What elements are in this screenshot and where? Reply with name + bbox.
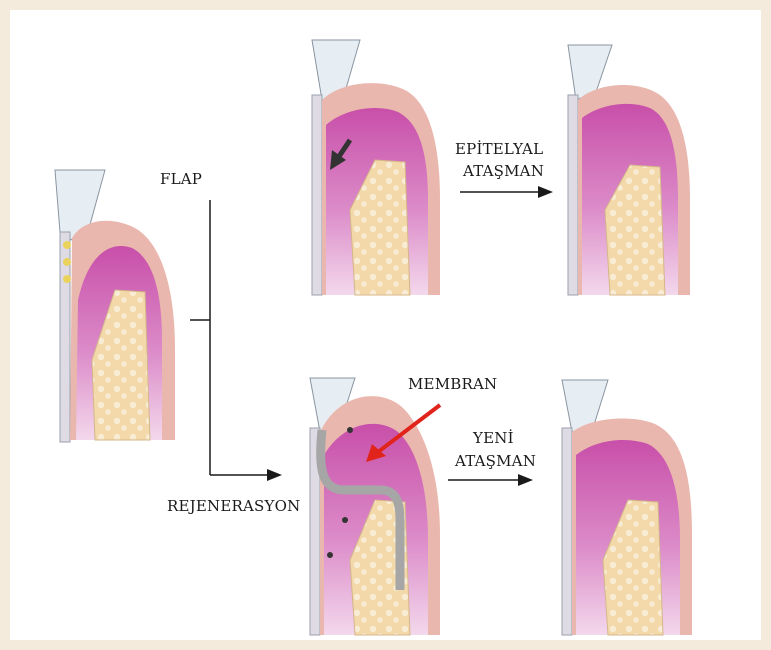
calculus-deposit xyxy=(63,241,71,249)
tooth-root xyxy=(312,95,322,295)
flap-label: FLAP xyxy=(160,168,202,190)
new-attachment-label-line1: YENİ xyxy=(473,427,514,449)
tooth-illustration-epithelial xyxy=(568,45,690,295)
epithelial-attachment-label-line2: ATAŞMAN xyxy=(463,160,544,182)
tooth-root xyxy=(562,428,572,635)
regeneration-arrowhead-icon xyxy=(267,469,282,481)
tooth-root xyxy=(568,95,578,295)
epithelial-arrowhead-icon xyxy=(538,186,553,198)
cell-dot-icon xyxy=(347,427,353,433)
new-attachment-arrowhead-icon xyxy=(518,474,533,486)
tooth-illustration-membrane xyxy=(310,378,440,635)
cell-dot-icon xyxy=(342,517,348,523)
new-attachment-label-line2: ATAŞMAN xyxy=(455,450,536,472)
tooth-illustration-new-attachment xyxy=(562,380,692,635)
cell-dot-icon xyxy=(327,552,333,558)
tooth-illustration-initial xyxy=(55,170,175,442)
epithelial-attachment-label-line1: EPİTELYAL xyxy=(455,138,543,160)
membrane-label: MEMBRAN xyxy=(408,373,497,395)
regeneration-label: REJENERASYON xyxy=(167,495,300,517)
calculus-deposit xyxy=(63,275,71,283)
tooth-illustration-flap xyxy=(312,40,440,295)
calculus-deposit xyxy=(63,258,71,266)
